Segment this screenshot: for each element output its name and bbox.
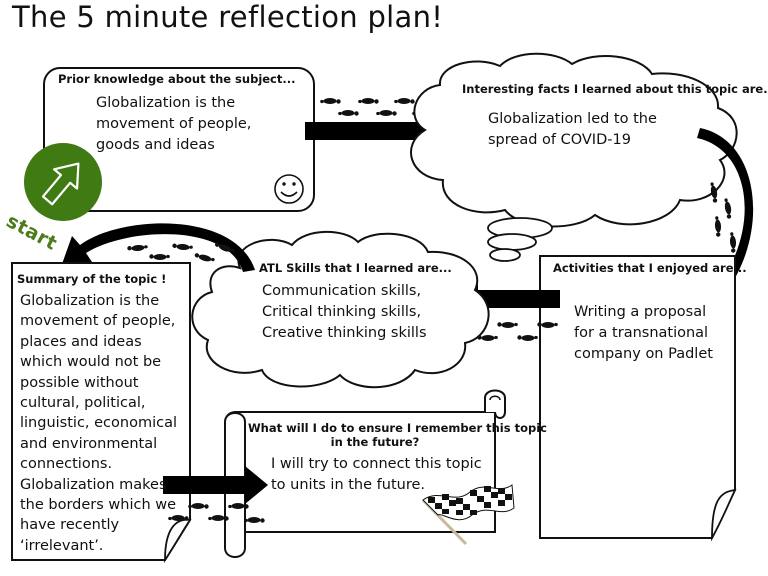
text-line: Writing a proposal xyxy=(574,304,707,320)
arrow-right-icon xyxy=(163,466,268,504)
arrow-right-icon xyxy=(305,112,457,150)
text-line: I will try to connect this topic xyxy=(271,456,482,472)
text-line: Critical thinking skills, xyxy=(262,304,422,320)
text-line: Communication skills, xyxy=(262,283,422,299)
text-line: places and ideas xyxy=(20,333,142,350)
interesting-facts-text: Globalization led to the spread of COVID… xyxy=(488,109,657,151)
page-title: The 5 minute reflection plan! xyxy=(12,0,444,34)
activities-text: Writing a proposal for a transnational c… xyxy=(574,302,713,365)
interesting-facts-header: Interesting facts I learned about this t… xyxy=(462,82,768,96)
text-line: movement of people, xyxy=(96,116,252,132)
text-line: movement of people, xyxy=(20,313,176,330)
text-line: Globalization led to the xyxy=(488,111,657,127)
footprints-icon xyxy=(127,241,236,264)
text-line: which would not be xyxy=(20,354,162,371)
atl-skills-text: Communication skills, Critical thinking … xyxy=(262,281,427,344)
text-line: possible without xyxy=(20,374,139,391)
text-line: to units in the future. xyxy=(271,477,425,493)
text-line: and environmental xyxy=(20,435,158,452)
checkered-flag-icon xyxy=(421,484,515,546)
remember-header: What will I do to ensure I remember this… xyxy=(248,421,547,449)
atl-skills-header: ATL Skills that I learned are... xyxy=(259,261,452,275)
up-arrow-icon xyxy=(41,162,80,206)
text-line: spread of COVID-19 xyxy=(488,132,631,148)
text-line: company on Padlet xyxy=(574,346,713,362)
interesting-facts-cloud xyxy=(410,52,738,262)
activities-header: Activities that I enjoyed are... xyxy=(553,261,747,275)
summary-text: Globalization is the movement of people,… xyxy=(20,291,177,556)
text-line: ‘irrelevant’. xyxy=(20,537,104,554)
text-line: Globalization makes xyxy=(20,476,167,493)
text-line: for a transnational xyxy=(574,325,709,341)
activities-paper xyxy=(539,255,737,542)
footprints-icon xyxy=(709,181,737,253)
text-line: goods and ideas xyxy=(96,137,215,153)
text-line: the borders which we xyxy=(20,497,177,514)
start-circle-icon xyxy=(24,143,102,221)
prior-knowledge-text: Globalization is the movement of people,… xyxy=(96,93,251,156)
text-line: linguistic, economical xyxy=(20,415,177,432)
text-line: connections. xyxy=(20,456,113,473)
arrow-left-icon xyxy=(456,280,560,318)
text-line: cultural, political, xyxy=(20,395,146,412)
text-line: in the future? xyxy=(330,435,420,449)
smiley-icon xyxy=(274,174,304,204)
curved-arrow-icon xyxy=(697,128,754,311)
remember-text: I will try to connect this topic to unit… xyxy=(271,454,482,496)
prior-knowledge-header: Prior knowledge about the subject... xyxy=(58,72,296,86)
text-line: Globalization is the xyxy=(20,293,160,309)
text-line: have recently xyxy=(20,517,120,534)
curved-arrow-icon xyxy=(62,223,255,272)
text-line: What will I do to ensure I remember this… xyxy=(248,421,547,435)
text-line: Creative thinking skills xyxy=(262,325,427,341)
atl-skills-cloud xyxy=(191,230,490,389)
summary-header: Summary of the topic ! xyxy=(17,272,167,286)
summary-paper xyxy=(11,262,192,563)
text-line: Globalization is the xyxy=(96,95,236,111)
